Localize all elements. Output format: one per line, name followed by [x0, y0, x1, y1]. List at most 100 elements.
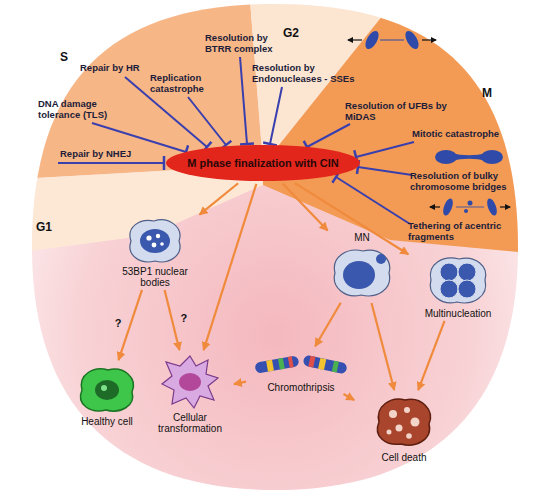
illustration-part — [288, 356, 294, 368]
node-text: Cellular transformation — [148, 412, 232, 434]
outcome-arrow — [343, 394, 354, 400]
process-label: Repair by HR — [80, 62, 160, 73]
phase-label: G2 — [283, 28, 307, 39]
outcome-arrow — [418, 321, 444, 390]
process-label: Resolution of UFBs by MiDAS — [345, 100, 470, 122]
chromosome-mass — [435, 150, 457, 164]
inhibitor-line — [356, 142, 414, 157]
ultrafine-bridge — [380, 40, 404, 41]
cell-node: Cellular transformation — [148, 352, 232, 434]
chromatin-bridge — [452, 153, 486, 161]
process-label: Repair by NHEJ — [60, 148, 150, 159]
cell-node: MN — [322, 232, 402, 301]
chromosome — [363, 29, 382, 51]
illustration-part — [332, 361, 339, 373]
outcome-arrow — [119, 290, 142, 360]
process-label: DNA damage tolerance (TLS) — [38, 98, 123, 120]
illustration-part — [458, 280, 476, 298]
acentric-tether — [430, 197, 510, 217]
chromosome-mass — [481, 150, 503, 164]
illustration-part — [254, 355, 299, 373]
phase-label: S — [60, 52, 76, 63]
node-text: Multinucleation — [425, 308, 492, 319]
illustration-part — [278, 358, 285, 370]
illustration-part — [160, 242, 164, 246]
illustration-part — [266, 360, 274, 372]
process-label: Tethering of acentric fragments — [408, 220, 508, 242]
outcome-arrow — [165, 290, 180, 350]
illustration-part — [440, 263, 458, 281]
inhibitor-line — [358, 167, 412, 175]
node-text: 53BP1 nuclear bodies — [112, 266, 198, 288]
cell-illustration — [369, 392, 439, 452]
outcome-arrow — [295, 183, 408, 254]
outcome-arrow — [204, 184, 257, 350]
illustration-part — [95, 380, 119, 400]
phase-label: G1 — [36, 222, 60, 233]
illustration-part — [318, 358, 326, 370]
tether — [456, 207, 484, 208]
inhibitor-line — [270, 87, 282, 144]
illustration-part — [130, 220, 180, 262]
illustration-part — [101, 385, 107, 391]
process-label: Replication catastrophe — [150, 72, 218, 94]
illustration-part — [458, 263, 476, 281]
illustration-part — [140, 229, 170, 253]
inhibitor-line — [336, 177, 410, 224]
node-text: Chromothripsis — [267, 382, 334, 393]
illustration-part — [343, 261, 375, 289]
acentric-fragment — [464, 209, 468, 213]
inhibitor-line — [92, 123, 186, 152]
illustration-part — [302, 355, 347, 375]
process-label: Resolution by Endonucleases - SSEs — [252, 62, 358, 84]
inhibitor-line — [307, 124, 350, 147]
illustration-part — [440, 280, 458, 298]
illustration-part — [389, 410, 397, 418]
pull-arrow — [500, 206, 510, 207]
cell-illustration — [158, 352, 222, 412]
inhibitor-lines — [58, 57, 414, 224]
illustration-part — [334, 250, 389, 296]
illustration-part — [377, 399, 430, 445]
illustration-part — [146, 235, 151, 240]
illustration-part — [152, 243, 157, 248]
cell-illustration — [423, 252, 493, 308]
illustration-part — [406, 433, 412, 439]
cell-illustration — [72, 362, 142, 416]
chromosome — [403, 29, 422, 51]
node-text: M phase finalization with CIN — [187, 158, 339, 169]
illustration-part — [404, 407, 410, 413]
inhibitor-line — [58, 162, 164, 164]
cell-node: Healthy cell — [62, 362, 152, 427]
outcome-arrow — [200, 183, 239, 214]
process-label: Resolution of bulky chromosome bridges — [410, 170, 515, 192]
illustration-part — [308, 356, 315, 368]
g2-chromosome-bridge — [348, 29, 436, 51]
bulky-bridge — [435, 150, 503, 164]
chromosome — [441, 197, 455, 217]
edge-label: ? — [181, 312, 188, 324]
cell-node: Cell death — [356, 392, 452, 463]
inhibitor-line — [240, 57, 247, 144]
illustration-part — [376, 254, 386, 264]
outcome-arrow — [372, 303, 395, 390]
m-phase-wedge — [263, 0, 550, 255]
cell-illustration — [327, 243, 397, 301]
phase-wedges — [0, 0, 550, 255]
acentric-fragment — [468, 201, 473, 206]
chromosome — [485, 197, 499, 217]
node-text: Cell death — [381, 452, 426, 463]
illustration-part — [81, 369, 134, 411]
outcome-arrow — [315, 303, 341, 347]
central-ellipse: M phase finalization with CIN — [165, 144, 361, 182]
illustration-part — [156, 234, 160, 238]
process-label: Mitotic catastrophe — [412, 128, 512, 139]
cell-illustration — [249, 348, 353, 382]
illustration-part — [387, 430, 392, 435]
illustration-part — [396, 425, 403, 432]
outcome-arrow — [234, 382, 246, 384]
illustration-part — [162, 356, 218, 408]
cell-node: Multinucleation — [410, 252, 506, 319]
phase-label: M — [482, 88, 498, 99]
